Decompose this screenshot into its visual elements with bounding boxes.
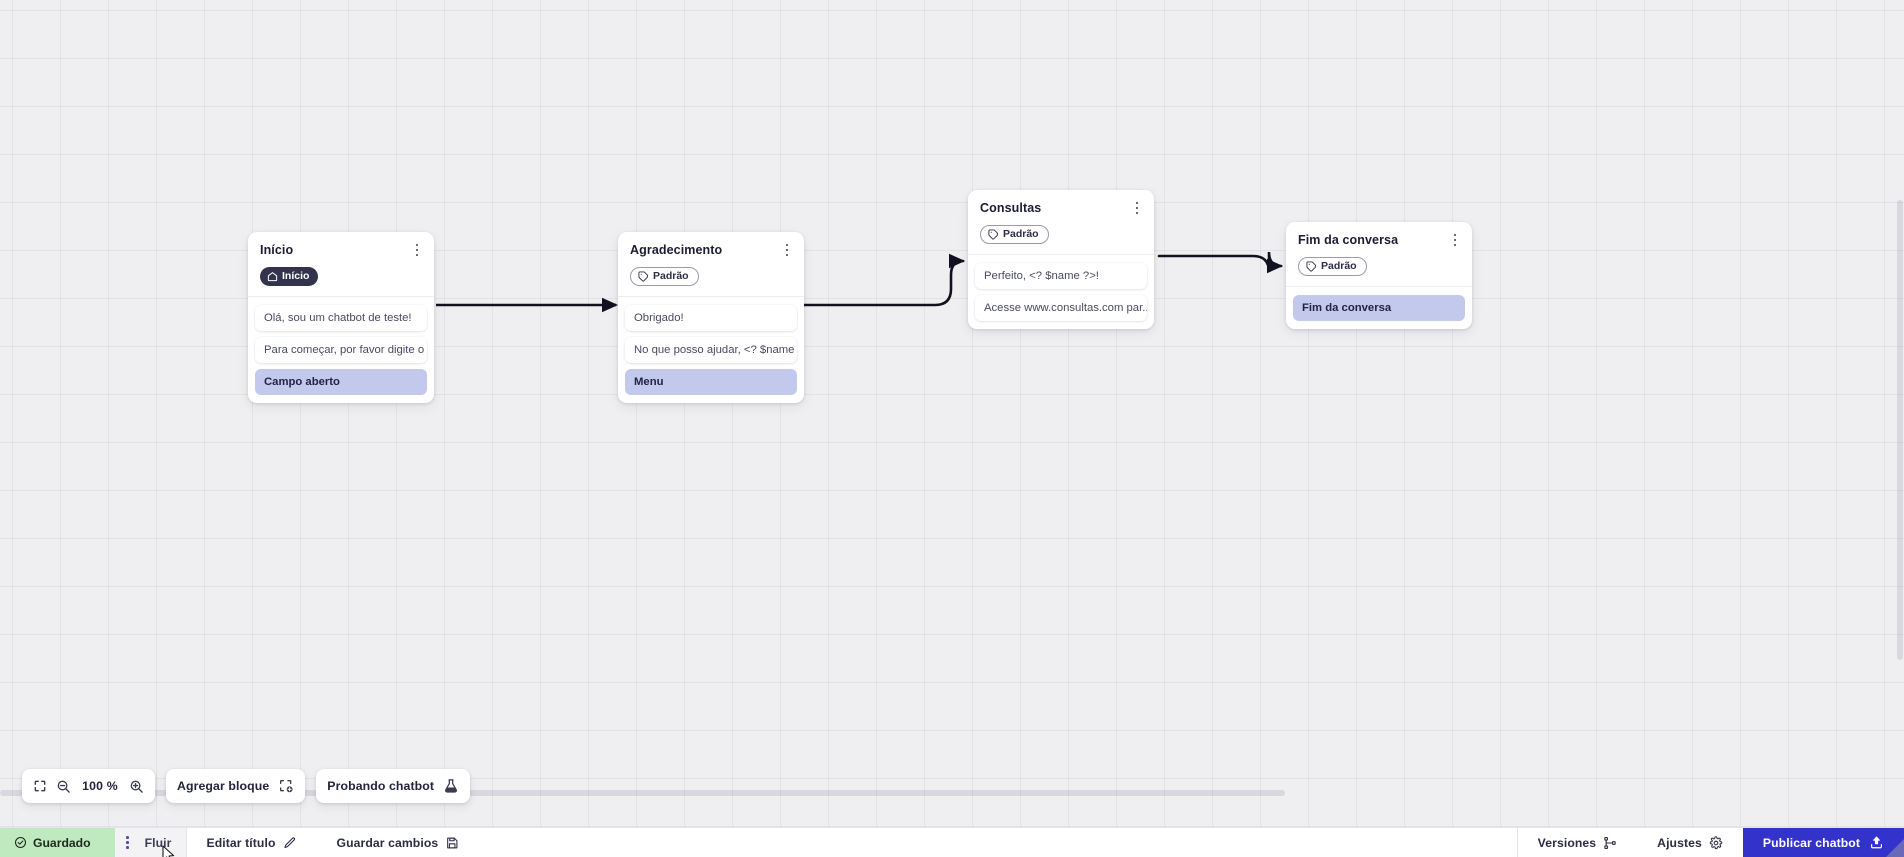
node-item-message[interactable]: Acesse www.consultas.com par... (975, 295, 1147, 321)
divider (248, 296, 434, 297)
edge-agradecimento-consultas (802, 253, 966, 307)
publish-chatbot-button[interactable]: Publicar chatbot (1742, 828, 1904, 857)
node-header: Início Início (248, 232, 434, 296)
node-tag-label: Padrão (1003, 228, 1039, 241)
node-item-accent[interactable]: Fim da conversa (1293, 295, 1465, 321)
canvas-horizontal-scrollbar[interactable] (0, 790, 1285, 796)
pencil-icon (283, 836, 295, 848)
edit-title-button[interactable]: Editar título (187, 828, 317, 857)
flow-node-agradecimento[interactable]: Agradecimento Padrão Obrigado! No que po… (618, 232, 804, 403)
saved-status-badge: Guardado (0, 828, 115, 857)
kebab-menu-icon[interactable] (123, 836, 132, 849)
node-header: Fim da conversa Padrão (1286, 222, 1472, 286)
node-item-accent[interactable]: Menu (625, 369, 797, 395)
flow-node-consultas[interactable]: Consultas Padrão Perfeito, <? $name ?>! … (968, 190, 1154, 329)
node-items: Perfeito, <? $name ?>! Acesse www.consul… (968, 263, 1154, 321)
node-item-message[interactable]: Olá, sou um chatbot de teste! (255, 305, 427, 331)
statusbar-spacer (479, 828, 1516, 857)
test-chatbot-button[interactable]: Probando chatbot (316, 769, 471, 803)
node-menu-icon[interactable] (1129, 199, 1145, 217)
save-changes-button[interactable]: Guardar cambios (317, 828, 480, 857)
test-chatbot-label: Probando chatbot (327, 779, 435, 793)
flow-connectors (436, 251, 1284, 313)
divider (1286, 286, 1472, 287)
node-item-message[interactable]: Para começar, por favor digite o ... (255, 337, 427, 363)
flow-node-inicio[interactable]: Início Início Olá, sou um chatbot de tes… (248, 232, 434, 403)
node-tag-default[interactable]: Padrão (630, 267, 699, 286)
flow-canvas[interactable]: Início Início Olá, sou um chatbot de tes… (0, 0, 1904, 827)
node-items: Olá, sou um chatbot de teste! Para começ… (248, 305, 434, 395)
flow-tab-label: Fluir (144, 835, 172, 850)
versions-button[interactable]: Versiones (1518, 828, 1638, 857)
node-menu-icon[interactable] (779, 241, 795, 259)
edit-title-label: Editar título (206, 835, 276, 850)
save-changes-label: Guardar cambios (336, 835, 439, 850)
settings-label: Ajustes (1657, 835, 1702, 850)
tag-icon (638, 271, 648, 282)
publish-chatbot-label: Publicar chatbot (1762, 835, 1860, 850)
node-tag-label: Padrão (653, 270, 689, 283)
node-tag-default[interactable]: Padrão (980, 225, 1049, 244)
node-menu-icon[interactable] (1447, 231, 1463, 249)
fit-screen-icon[interactable] (33, 779, 47, 793)
zoom-controls: 100 % (22, 769, 155, 803)
node-header: Agradecimento Padrão (618, 232, 804, 296)
zoom-out-icon[interactable] (56, 779, 71, 794)
node-item-accent[interactable]: Campo aberto (255, 369, 427, 395)
tag-icon (1306, 261, 1316, 272)
flow-node-fim-da-conversa[interactable]: Fim da conversa Padrão Fim da conversa (1286, 222, 1472, 329)
settings-button[interactable]: Ajustes (1637, 828, 1743, 857)
branch-icon (1604, 836, 1616, 849)
save-disk-icon (447, 837, 458, 848)
node-title: Fim da conversa (1298, 233, 1399, 247)
zoom-level-label: 100 % (82, 779, 118, 793)
gear-icon (1709, 835, 1723, 849)
node-header: Consultas Padrão (968, 190, 1154, 254)
status-bar: Guardado Fluir Editar título Guardar cam… (0, 827, 1904, 857)
flow-tab[interactable]: Fluir (115, 828, 187, 857)
node-tag-label: Padrão (1321, 260, 1357, 273)
add-block-label: Agregar bloque (177, 779, 270, 793)
zoom-in-icon[interactable] (129, 779, 144, 794)
add-block-icon (278, 778, 294, 794)
node-title: Agradecimento (630, 243, 723, 257)
add-block-button[interactable]: Agregar bloque (166, 769, 306, 803)
check-circle-icon (14, 836, 27, 849)
home-icon (267, 272, 278, 282)
saved-status-label: Guardado (33, 835, 91, 850)
node-tag-start[interactable]: Início (260, 267, 319, 286)
canvas-toolbar: 100 % Agregar bloque (22, 769, 471, 803)
divider (968, 254, 1154, 255)
node-title: Consultas (980, 201, 1042, 215)
divider (618, 296, 804, 297)
node-tag-default[interactable]: Padrão (1298, 257, 1367, 276)
tag-icon (988, 229, 998, 240)
upload-icon (1871, 836, 1882, 849)
edge-consultas-fim (1157, 251, 1284, 274)
canvas-vertical-scrollbar[interactable] (1897, 200, 1903, 660)
node-items: Fim da conversa (1286, 295, 1472, 321)
node-tag-label: Início (282, 270, 310, 283)
node-item-message[interactable]: Perfeito, <? $name ?>! (975, 263, 1147, 289)
statusbar-right: Versiones Ajustes Publicar chatbot (1516, 828, 1904, 857)
node-title: Início (260, 243, 294, 257)
node-item-message[interactable]: Obrigado! (625, 305, 797, 331)
versions-label: Versiones (1537, 835, 1597, 850)
node-menu-icon[interactable] (409, 241, 425, 259)
node-items: Obrigado! No que posso ajudar, <? $name … (618, 305, 804, 395)
node-item-message[interactable]: No que posso ajudar, <? $name ... (625, 337, 797, 363)
flask-icon (443, 778, 459, 794)
